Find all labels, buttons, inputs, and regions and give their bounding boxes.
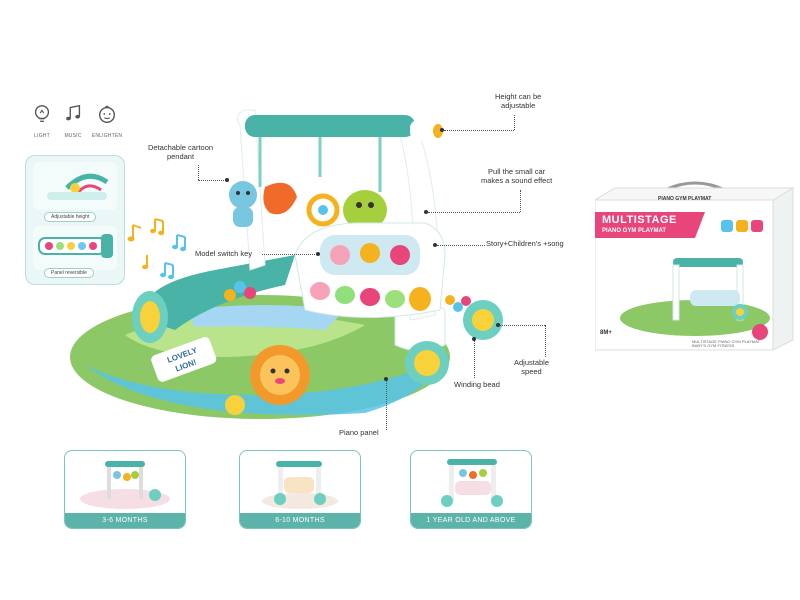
leader-dot-story	[433, 243, 437, 247]
stage-image-2	[262, 461, 338, 509]
leader-speed	[545, 325, 546, 357]
leader-piano	[386, 380, 387, 430]
leader-car-h	[428, 212, 520, 213]
baby-face-icon	[98, 105, 116, 123]
stage-label-2: 6-10 MONTHS	[240, 513, 360, 528]
leader-dot-car	[424, 210, 428, 214]
callout-story-song: Story+Children's +song	[486, 239, 564, 248]
lightbulb-icon	[34, 105, 50, 123]
pendant-orange-leaf	[263, 182, 297, 215]
lion-illustration	[250, 345, 310, 405]
callout-piano-panel: Piano panel	[339, 428, 379, 437]
detail-caption-height: Adjustable height	[44, 212, 97, 222]
leader-dot-piano	[384, 377, 388, 381]
feature-enlighten: ENLIGHTEN	[87, 103, 127, 139]
stage-card-6-10-months: 6-10 MONTHS	[239, 450, 361, 529]
leader-pendant	[198, 165, 199, 180]
leader-car	[520, 190, 521, 212]
pendant-frog	[343, 190, 387, 230]
detail-card: Adjustable height Panel reversible	[25, 155, 125, 285]
adjustable-height-image	[33, 162, 117, 210]
callout-pull-car: Pull the small car makes a sound effect	[481, 167, 553, 185]
frame-top-bar	[245, 115, 415, 137]
leader-bead	[474, 340, 475, 378]
stage-card-3-6-months: 3-6 MONTHS	[64, 450, 186, 529]
box-subtitle: PIANO GYM PLAYMAT	[602, 228, 667, 234]
leader-dot-speed	[496, 323, 500, 327]
stage-image-1	[80, 461, 170, 509]
music-notes-decoration	[127, 218, 186, 280]
stage-label-3: 1 YEAR OLD AND ABOVE	[411, 513, 531, 528]
leader-dot-pendant	[225, 178, 229, 182]
leader-switch	[262, 254, 317, 255]
feature-music: MUSIC	[53, 103, 93, 139]
callout-winding-bead: Winding bead	[454, 380, 500, 389]
piano-gym-playmat-product: LOVELY LION!	[70, 109, 503, 419]
pendant-rattle	[306, 193, 340, 227]
product-box	[595, 181, 795, 351]
feature-music-caption: MUSIC	[64, 133, 82, 139]
winding-beads	[224, 281, 256, 301]
pendant-bear	[229, 181, 257, 227]
leader-story	[437, 245, 485, 246]
callout-adjustable-speed: Adjustable speed	[514, 358, 550, 376]
stage-card-1-year: 1 YEAR OLD AND ABOVE	[410, 450, 532, 529]
callout-detachable-pendant: Detachable cartoon pendant	[148, 143, 214, 161]
feature-enlighten-caption: ENLIGHTEN	[91, 133, 123, 139]
leader-dot-height	[440, 128, 444, 132]
box-top-label: PIANO GYM PLAYMAT	[658, 196, 712, 202]
piano-keys	[310, 282, 431, 311]
callout-model-switch: Model switch key	[195, 249, 253, 258]
leader-speed-h	[500, 325, 545, 326]
box-age: 8M+	[600, 330, 612, 336]
detail-caption-panel: Panel reversible	[44, 268, 94, 278]
leader-dot-switch	[316, 252, 320, 256]
leader-pendant-h	[198, 180, 226, 181]
leader-height	[514, 115, 515, 130]
stage-image-3	[441, 459, 503, 507]
callout-height-adjustable: Height can be adjustable	[495, 92, 542, 110]
leader-height-h	[444, 130, 514, 131]
feature-light-caption: LIGHT	[34, 133, 50, 139]
stage-label-1: 3-6 MONTHS	[65, 513, 185, 528]
feature-light: LIGHT	[22, 103, 62, 139]
box-small-text: MULTISTAGE PIANO GYM PLAYMAT BABY'S GYM …	[692, 339, 760, 349]
panel-reversible-image	[33, 226, 117, 270]
box-title: MULTISTAGE	[602, 214, 677, 226]
music-note-icon	[66, 104, 81, 121]
leader-dot-bead	[472, 337, 476, 341]
winding-beads-right	[445, 295, 471, 312]
